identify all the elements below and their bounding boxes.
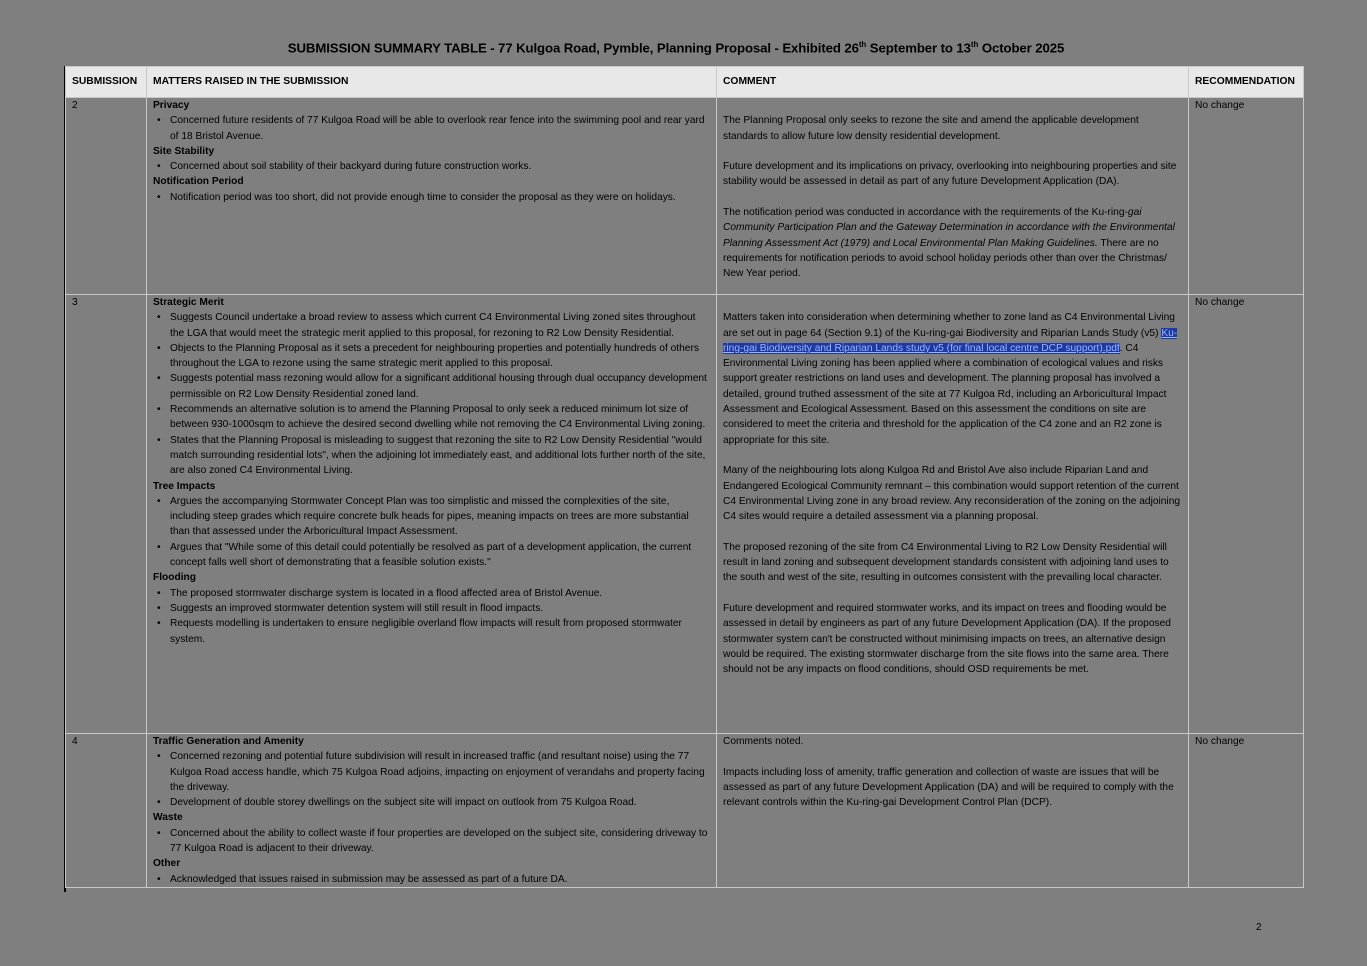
matter-points: Notification period was too short, did n…	[153, 190, 710, 206]
matter-point: States that the Planning Proposal is mis…	[157, 433, 710, 479]
matter-point: Suggests potential mass rezoning would a…	[157, 371, 710, 402]
matter-point: Recommends an alternative solution is to…	[157, 402, 710, 433]
comment-italic-text: gai Community Participation Plan and the…	[723, 207, 1175, 249]
matters-cell: Traffic Generation and Amenity Concerned…	[146, 733, 717, 888]
matter-point: Concerned about soil stability of their …	[157, 159, 710, 175]
submission-number: 2	[65, 97, 147, 295]
matter-points: Concerned about the ability to collect w…	[153, 826, 710, 857]
matter-heading: Waste	[153, 812, 183, 824]
matter-point: Concerned rezoning and potential future …	[157, 749, 710, 795]
comment-cell: Comments noted. Impacts including loss o…	[716, 733, 1189, 888]
matters-cell: Privacy Concerned future residents of 77…	[146, 97, 717, 295]
page-number: 2	[1256, 922, 1262, 933]
submission-summary-table: SUBMISSION MATTERS RAISED IN THE SUBMISS…	[65, 66, 1304, 888]
comment-paragraph: Matters taken into consideration when de…	[723, 310, 1182, 448]
matter-points: Concerned rezoning and potential future …	[153, 749, 710, 810]
header-comment: COMMENT	[716, 66, 1189, 98]
comment-paragraph: Future development and required stormwat…	[723, 602, 1171, 676]
title-text: October 2025	[978, 40, 1065, 56]
comment-cell: The Planning Proposal only seeks to rezo…	[716, 97, 1189, 295]
title-text: SUBMISSION SUMMARY TABLE - 77 Kulgoa Roa…	[287, 40, 859, 56]
matter-point: Concerned future residents of 77 Kulgoa …	[157, 113, 710, 144]
header-matters: MATTERS RAISED IN THE SUBMISSION	[146, 66, 717, 98]
comment-paragraph: The Planning Proposal only seeks to rezo…	[723, 115, 1139, 142]
matter-heading: Tree Impacts	[153, 480, 216, 492]
matter-points: Suggests Council undertake a broad revie…	[153, 310, 710, 478]
table-row: 4 Traffic Generation and Amenity Concern…	[65, 733, 1304, 888]
comment-cell: Matters taken into consideration when de…	[716, 294, 1189, 734]
matter-heading: Privacy	[153, 100, 190, 111]
table-row: 2 Privacy Concerned future residents of …	[65, 97, 1304, 295]
recommendation-cell: No change	[1188, 97, 1304, 295]
comment-text: Matters taken into consideration when de…	[723, 312, 1175, 339]
matter-point: Argues that "While some of this detail c…	[157, 540, 710, 571]
matter-point: Requests modelling is undertaken to ensu…	[157, 616, 710, 647]
matter-point: Objects to the Planning Proposal as it s…	[157, 341, 710, 372]
matter-point: Suggests an improved stormwater detentio…	[157, 601, 710, 617]
submission-number: 4	[65, 733, 147, 888]
document-title: SUBMISSION SUMMARY TABLE - 77 Kulgoa Roa…	[0, 40, 1352, 55]
header-recommendation: RECOMMENDATION	[1188, 66, 1304, 98]
title-superscript: th	[858, 40, 867, 49]
matter-point: Development of double storey dwellings o…	[157, 795, 710, 811]
matter-point: Argues the accompanying Stormwater Conce…	[157, 494, 710, 540]
comment-text: There are no requirements for notificati…	[723, 237, 1167, 280]
comment-paragraph: Future development and its implications …	[723, 161, 1177, 188]
recommendation-cell: No change	[1188, 733, 1304, 888]
recommendation-cell: No change	[1188, 294, 1304, 734]
comment-paragraph: The notification period was conducted in…	[723, 205, 1182, 281]
matter-heading: Flooding	[153, 572, 196, 584]
matter-heading: Traffic Generation and Amenity	[153, 736, 304, 747]
comment-paragraph: The proposed rezoning of the site from C…	[723, 541, 1169, 584]
matter-point: Notification period was too short, did n…	[157, 190, 710, 206]
matter-point: Acknowledged that issues raised in submi…	[157, 872, 710, 888]
matters-cell: Strategic Merit Suggests Council underta…	[146, 294, 717, 734]
matter-points: Acknowledged that issues raised in submi…	[153, 872, 710, 888]
matter-points: The proposed stormwater discharge system…	[153, 586, 710, 647]
table-header-row: SUBMISSION MATTERS RAISED IN THE SUBMISS…	[65, 66, 1304, 98]
matter-heading: Strategic Merit	[153, 297, 224, 308]
comment-text: . C4 Environmental Living zoning has bee…	[723, 342, 1167, 446]
matter-heading: Notification Period	[153, 176, 244, 188]
matter-point: The proposed stormwater discharge system…	[157, 586, 710, 602]
matter-point: Suggests Council undertake a broad revie…	[157, 310, 710, 341]
table-row: 3 Strategic Merit Suggests Council under…	[65, 294, 1304, 734]
matter-point: Concerned about the ability to collect w…	[157, 826, 710, 857]
title-text: September to 13	[866, 40, 971, 56]
matter-points: Concerned future residents of 77 Kulgoa …	[153, 113, 710, 144]
matter-points: Argues the accompanying Stormwater Conce…	[153, 494, 710, 570]
matter-heading: Other	[153, 858, 181, 870]
matter-heading: Site Stability	[153, 145, 215, 157]
comment-paragraph: Comments noted.	[723, 736, 804, 747]
submission-number: 3	[65, 294, 147, 734]
matter-points: Concerned about soil stability of their …	[153, 159, 710, 175]
title-superscript: th	[970, 40, 979, 49]
comment-paragraph: Many of the neighbouring lots along Kulg…	[723, 465, 1181, 523]
header-submission: SUBMISSION	[65, 66, 147, 98]
comment-paragraph: Impacts including loss of amenity, traff…	[723, 766, 1174, 809]
comment-text: The notification period was conducted in…	[723, 207, 1128, 219]
